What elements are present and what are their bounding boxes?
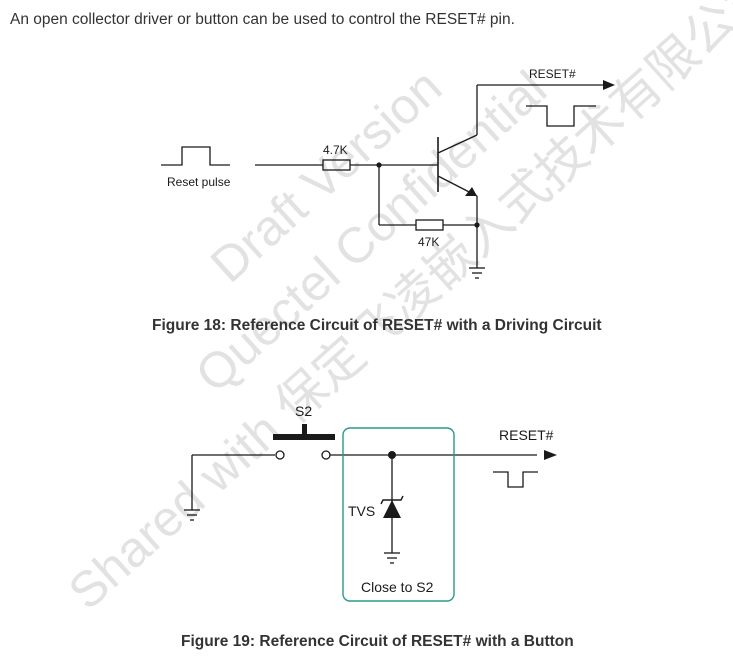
switch-contact-left bbox=[275, 450, 285, 460]
figure-18-caption: Figure 18: Reference Circuit of RESET# w… bbox=[152, 317, 602, 334]
switch-contact-right bbox=[321, 450, 331, 460]
junction-dot bbox=[388, 451, 396, 459]
output-pulse-symbol bbox=[526, 105, 596, 127]
label-tvs: TVS bbox=[348, 503, 375, 519]
output-arrow bbox=[603, 80, 615, 90]
placement-box bbox=[342, 427, 455, 602]
switch-button-bar bbox=[273, 434, 335, 440]
junction-dot bbox=[474, 222, 480, 228]
transistor-collector bbox=[437, 134, 478, 154]
intro-paragraph: An open collector driver or button can b… bbox=[10, 11, 515, 28]
figure-19-caption: Figure 19: Reference Circuit of RESET# w… bbox=[181, 633, 574, 650]
label-47k: 47K bbox=[418, 235, 439, 249]
label-reset-pulse: Reset pulse bbox=[167, 175, 231, 189]
label-close-to-s2: Close to S2 bbox=[361, 579, 434, 595]
label-4-7k: 4.7K bbox=[323, 143, 348, 157]
tvs-diode bbox=[383, 500, 401, 518]
output-arrow-2 bbox=[544, 450, 557, 460]
switch-button-stem bbox=[302, 424, 307, 436]
junction-dot bbox=[376, 162, 382, 168]
emitter-arrow bbox=[465, 187, 477, 196]
output-pulse-symbol-2 bbox=[493, 471, 538, 488]
label-s2: S2 bbox=[295, 403, 312, 419]
label-reset: RESET# bbox=[529, 67, 576, 81]
label-reset-2: RESET# bbox=[499, 427, 554, 443]
reset-pulse-symbol bbox=[161, 146, 230, 166]
